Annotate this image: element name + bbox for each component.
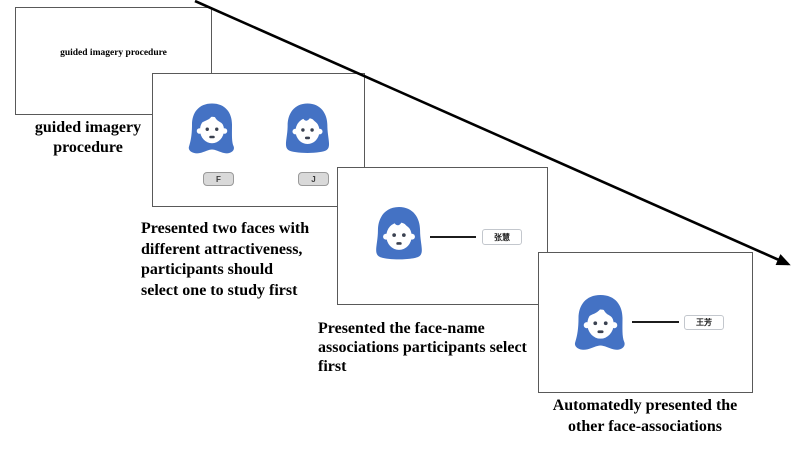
caption-selected-face-name: Presented the face-name associations par… bbox=[318, 320, 527, 375]
panel-two-faces-choice: F J bbox=[152, 73, 365, 207]
panel-other-face-name: 王芳 bbox=[538, 252, 753, 393]
caption-two-faces-choice: Presented two faces with different attra… bbox=[141, 220, 310, 299]
woman-face-icon bbox=[187, 102, 237, 156]
panel-guided-imagery: guided imagery procedure bbox=[15, 7, 212, 115]
woman-face-icon bbox=[372, 202, 426, 266]
key-f-button: F bbox=[203, 172, 234, 186]
woman-face-icon bbox=[573, 292, 628, 354]
woman-face-icon bbox=[282, 102, 333, 156]
name-label: 张慧 bbox=[482, 229, 522, 245]
association-line bbox=[632, 321, 679, 323]
guided-imagery-screen-text: guided imagery procedure bbox=[60, 48, 167, 58]
association-line bbox=[430, 236, 476, 238]
key-j-button: J bbox=[298, 172, 329, 186]
caption-other-face-name: Automatedly presented the other face-ass… bbox=[552, 397, 738, 435]
caption-guided-imagery: guided imagery procedure bbox=[34, 119, 142, 156]
panel-selected-face-name: 张慧 bbox=[337, 167, 548, 305]
name-label: 王芳 bbox=[684, 315, 724, 330]
